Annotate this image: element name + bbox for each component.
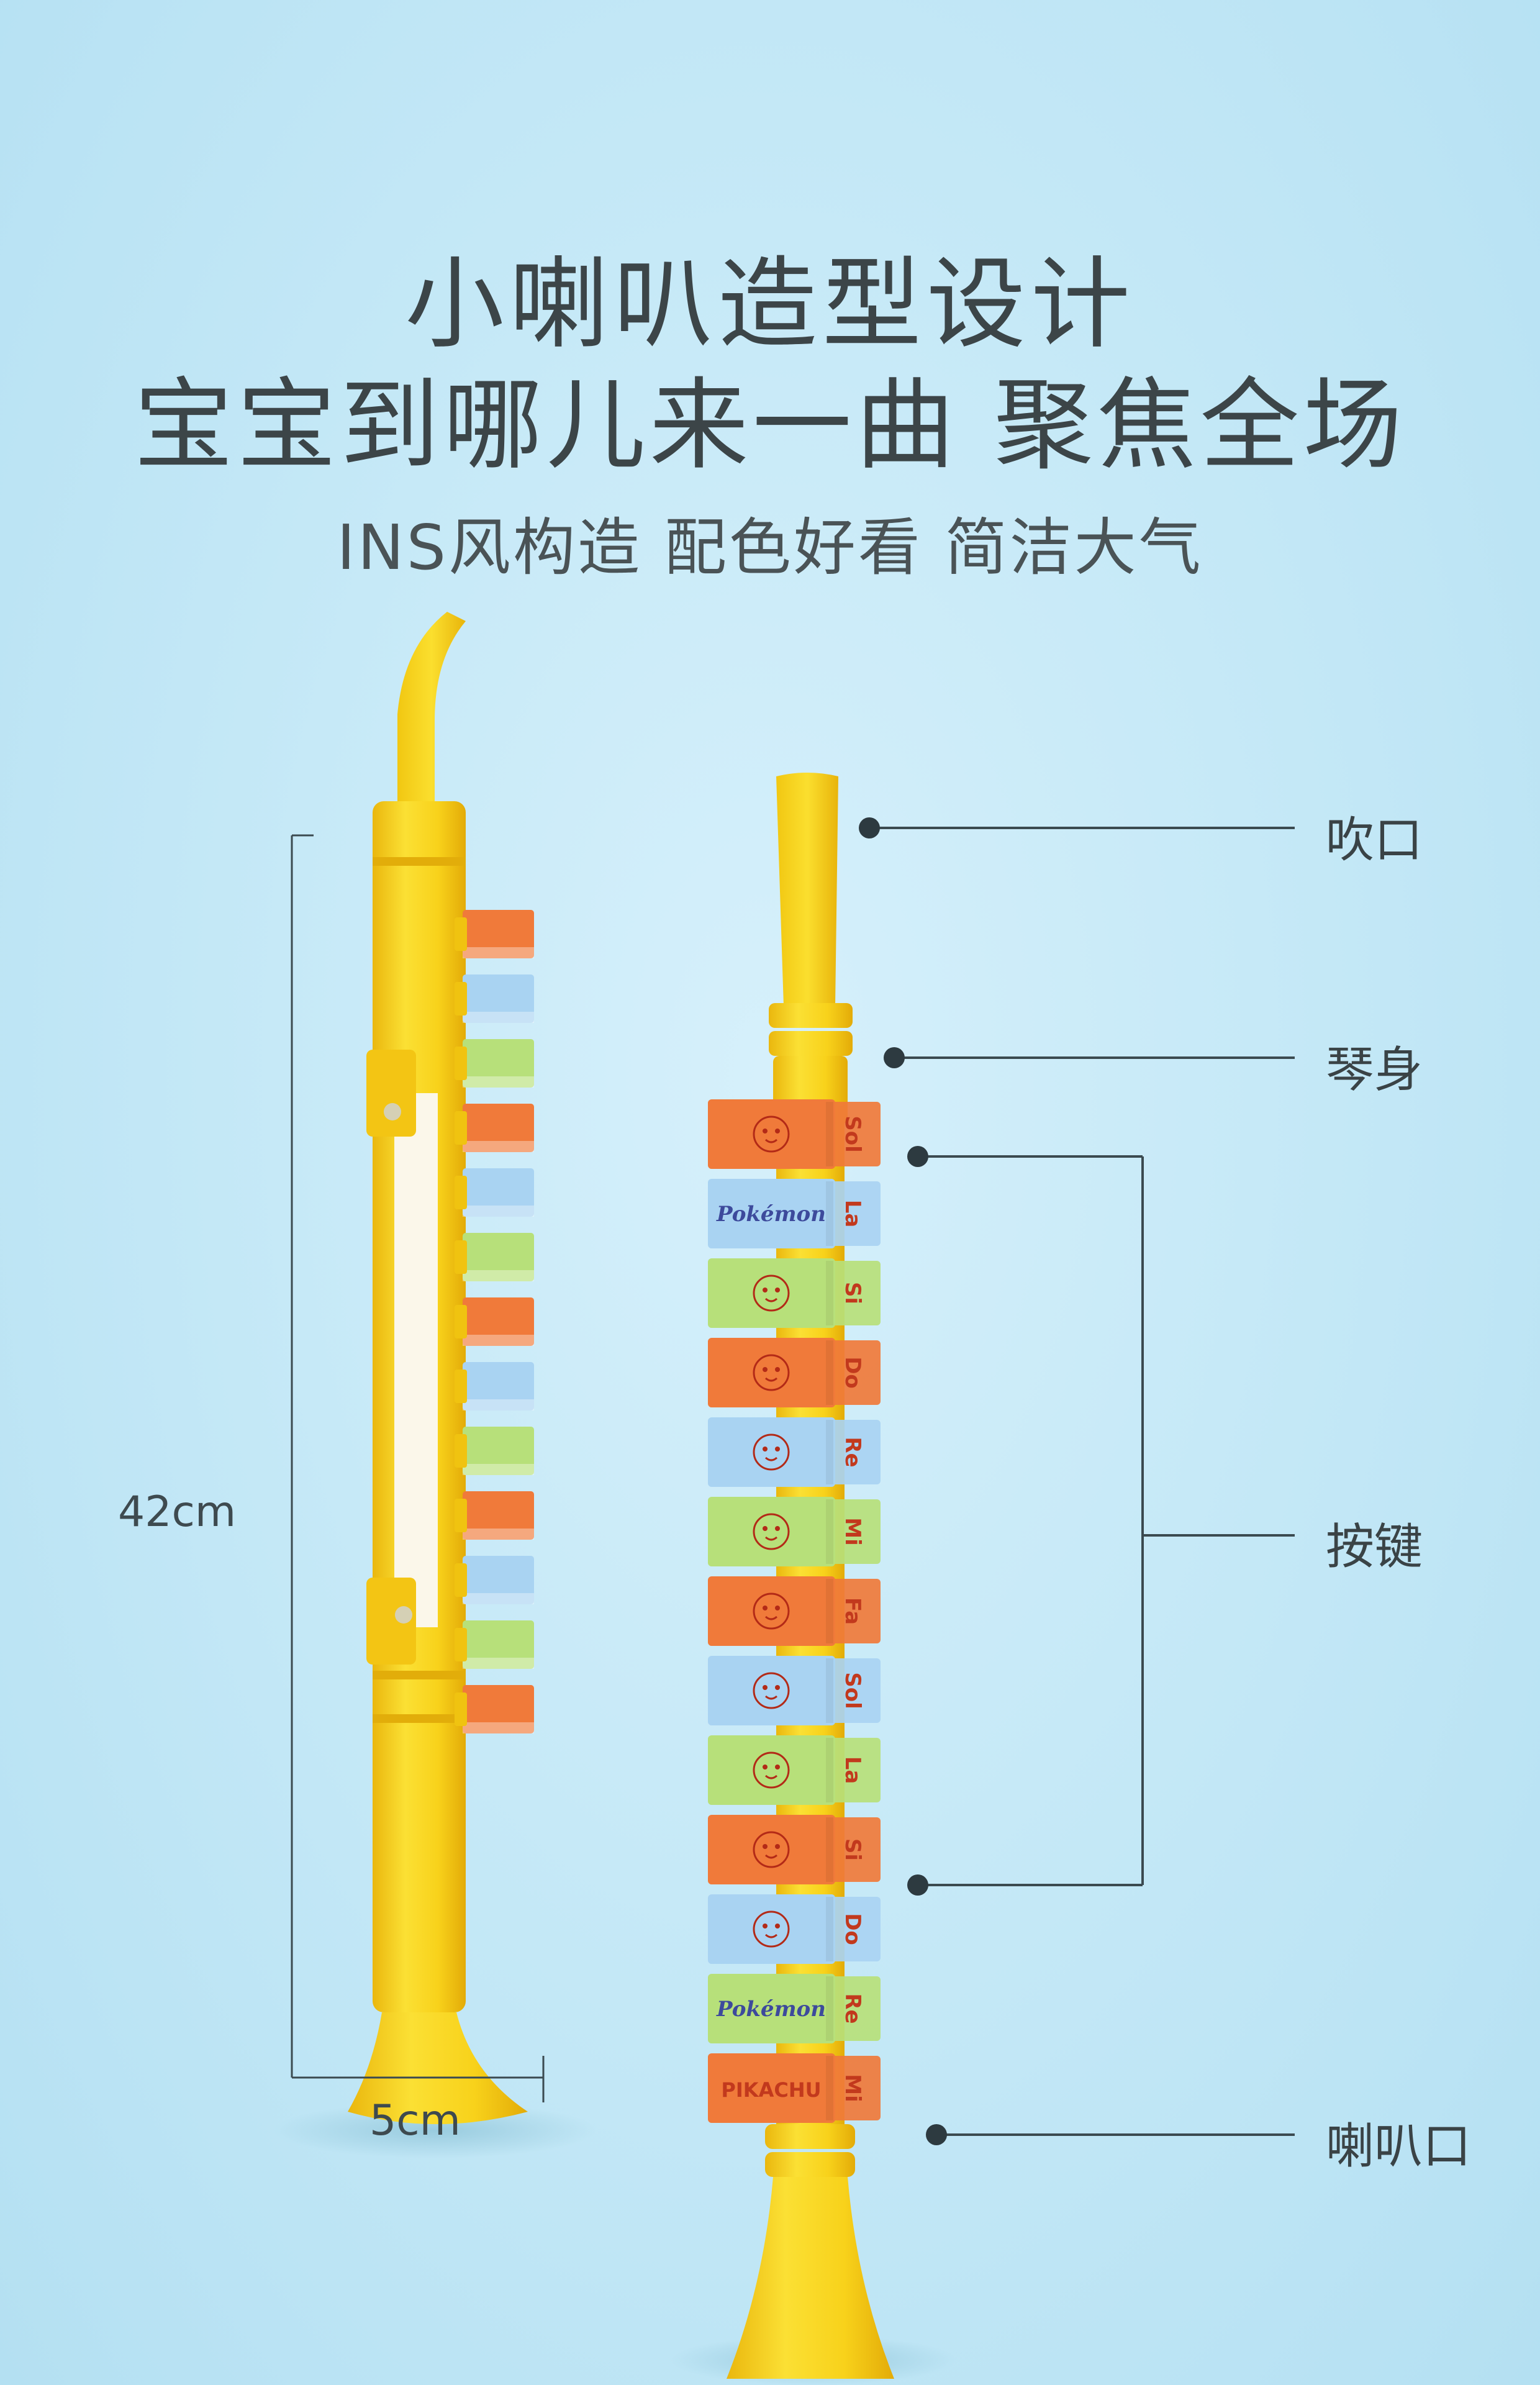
pokemon-logo: Pokémon [716, 1997, 826, 2022]
key-10: Si [708, 1815, 881, 1884]
headline-tagline: INS风构造 配色好看 简洁大气 [337, 511, 1203, 584]
eevee-icon [753, 1592, 790, 1630]
callout-keys: 按键 [1326, 1519, 1423, 1575]
key-13: Mi PIKACHU [708, 2053, 881, 2123]
bow-icon [753, 1672, 790, 1709]
callout-mouthpiece: 吹口 [1326, 812, 1423, 868]
jigglypuff-icon [753, 1751, 790, 1789]
key-note-label: Do [840, 1913, 865, 1945]
piano-keys-icon [753, 1831, 790, 1868]
side-view-keys [455, 910, 534, 1733]
key-note-label: Re [840, 1437, 865, 1467]
trumpet-icon [753, 1354, 790, 1391]
width-dimension-label: 5cm [369, 2096, 461, 2145]
side-key-3 [455, 1039, 534, 1088]
key-note-label: La [840, 1756, 865, 1784]
side-key-10 [455, 1491, 534, 1540]
pichu-icon [753, 1910, 790, 1948]
key-5: Re [708, 1417, 881, 1487]
pokemon-logo: Pokémon [716, 1202, 826, 1227]
side-key-2 [455, 974, 534, 1023]
pikachu-icon [753, 1433, 790, 1471]
side-key-12 [455, 1620, 534, 1669]
dimension-lines [291, 834, 545, 2102]
side-key-9 [455, 1427, 534, 1475]
side-key-7 [455, 1297, 534, 1346]
key-2: La Pokémon [708, 1179, 881, 1248]
key-9: La [708, 1735, 881, 1805]
key-note-label: Sol [840, 1115, 865, 1153]
key-note-label: Sol [840, 1672, 865, 1709]
front-view-keys: SolLaPokémonSiDoReMiFaSolLaSiDoRePokémon… [708, 1099, 881, 2123]
key-11: Do [708, 1894, 881, 1964]
front-view-trumpet: SolLaPokémonSiDoReMiFaSolLaSiDoRePokémon… [671, 773, 956, 2385]
side-view-trumpet [273, 612, 596, 2158]
key-note-label: Re [840, 1993, 865, 2024]
side-key-6 [455, 1233, 534, 1281]
key-note-label: Mi [840, 2074, 865, 2102]
face-icon [753, 1274, 790, 1312]
music-pikachu-icon [753, 1115, 790, 1153]
headline-title: 小喇叭造型设计 [404, 246, 1135, 362]
key-4: Do [708, 1338, 881, 1407]
callout-lines [869, 827, 1295, 2136]
side-key-4 [455, 1104, 534, 1152]
key-note-label: Si [840, 1838, 865, 1861]
key-3: Si [708, 1258, 881, 1328]
height-dimension-label: 42cm [118, 1488, 237, 1537]
side-key-13 [455, 1685, 534, 1733]
side-key-5 [455, 1168, 534, 1217]
key-8: Sol [708, 1656, 881, 1725]
callout-dots [859, 817, 947, 2145]
music-notes-icon [753, 1513, 790, 1550]
headline-subtitle: 宝宝到哪儿来一曲 聚焦全场 [134, 367, 1406, 483]
key-7: Fa [708, 1576, 881, 1646]
side-key-11 [455, 1556, 534, 1604]
key-note-label: Mi [840, 1517, 865, 1546]
key-6: Mi [708, 1497, 881, 1566]
key-note-label: Fa [840, 1597, 865, 1625]
key-12: Re Pokémon [708, 1974, 881, 2043]
side-key-1 [455, 910, 534, 958]
key-1: Sol [708, 1099, 881, 1169]
svg-text:Pokémon: Pokémon [716, 1997, 826, 2022]
key-note-label: La [840, 1200, 865, 1228]
callout-bell: 喇叭口 [1326, 2119, 1472, 2174]
svg-text:PIKACHU: PIKACHU [721, 2078, 821, 2102]
svg-text:Pokémon: Pokémon [716, 1202, 826, 1227]
callout-body: 琴身 [1326, 1042, 1423, 1098]
key-note-label: Si [840, 1282, 865, 1304]
key-note-label: Do [840, 1356, 865, 1389]
pikachu-text-icon: PIKACHU [721, 2078, 821, 2102]
side-key-8 [455, 1362, 534, 1411]
